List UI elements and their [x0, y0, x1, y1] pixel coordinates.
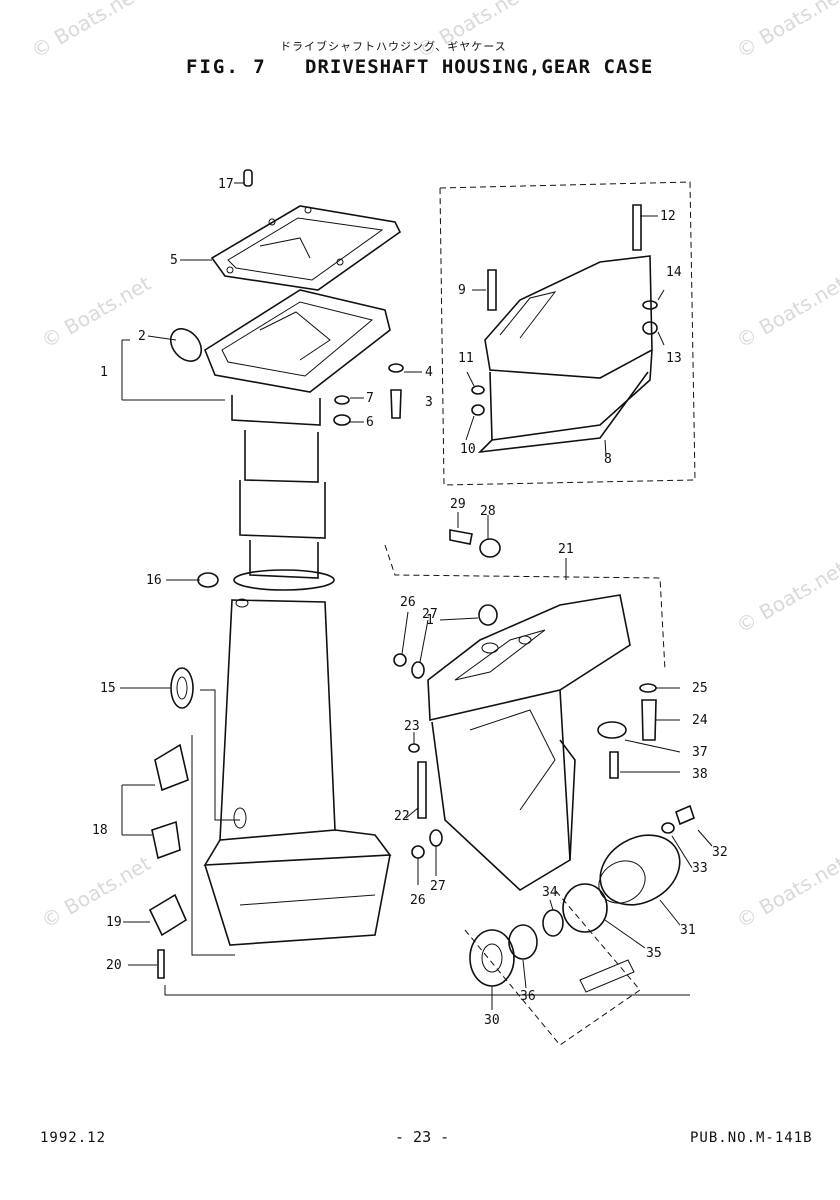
- callout-38: 38: [692, 767, 708, 782]
- footer-page-number: - 23 -: [395, 1128, 450, 1146]
- callout-37: 37: [692, 745, 708, 760]
- callout-19: 19: [106, 915, 122, 930]
- callout-26b: 26: [410, 893, 426, 908]
- callout-35: 35: [646, 946, 662, 961]
- callout-7: 7: [366, 391, 374, 406]
- callout-30: 30: [484, 1013, 500, 1028]
- figure-number: FIG. 7: [186, 56, 267, 78]
- callout-3: 3: [425, 395, 433, 410]
- callout-34: 34: [542, 885, 558, 900]
- callout-25: 25: [692, 681, 708, 696]
- callout-15: 15: [100, 681, 116, 696]
- callout-21: 21: [558, 542, 574, 557]
- callout-22: 22: [394, 809, 410, 824]
- callout-18: 18: [92, 823, 108, 838]
- callout-12: 12: [660, 209, 676, 224]
- callout-labels: 17 5 2 1 4 7 3 6 16 15 18 19 20 12 9 14 …: [92, 177, 728, 1028]
- figure-title: DRIVESHAFT HOUSING,GEAR CASE: [305, 56, 654, 78]
- callout-9: 9: [458, 283, 466, 298]
- callout-31: 31: [680, 923, 696, 938]
- lower-casing: [477, 255, 653, 454]
- exhaust-guide-box: [439, 181, 696, 486]
- leader-lines: [120, 182, 713, 1010]
- callout-10: 10: [460, 442, 476, 457]
- callout-2: 2: [138, 329, 146, 344]
- callout-11: 11: [458, 351, 474, 366]
- driveshaft-housing: [203, 289, 392, 946]
- callout-8: 8: [604, 452, 612, 467]
- japanese-title: ドライブシャフトハウジング、ギヤケース: [280, 40, 507, 53]
- upper-right-small-parts: [471, 204, 658, 416]
- footer-date: 1992.12: [40, 1130, 107, 1146]
- callout-1: 1: [100, 365, 108, 380]
- callout-27b: 27: [430, 879, 446, 894]
- callout-32: 32: [712, 845, 728, 860]
- callout-29: 29: [450, 497, 466, 512]
- callout-28: 28: [480, 504, 496, 519]
- callout-14: 14: [666, 265, 682, 280]
- callout-20: 20: [106, 958, 122, 973]
- callout-23: 23: [404, 719, 420, 734]
- callout-5: 5: [170, 253, 178, 268]
- callout-24: 24: [692, 713, 708, 728]
- left-small-parts: [148, 169, 404, 979]
- upper-mount-gasket: [210, 205, 402, 291]
- callout-1b: 1: [426, 613, 434, 628]
- gear-case: [427, 594, 631, 891]
- callout-13: 13: [666, 351, 682, 366]
- lower-right-small-parts: [393, 529, 695, 1046]
- callout-6: 6: [366, 415, 374, 430]
- callout-17: 17: [218, 177, 234, 192]
- callout-36: 36: [520, 989, 536, 1004]
- callout-4: 4: [425, 365, 433, 380]
- callout-26: 26: [400, 595, 416, 610]
- callout-27: 27: [422, 607, 438, 622]
- gear-case-outline: [384, 544, 666, 671]
- callout-33: 33: [692, 861, 708, 876]
- footer-publication-number: PUB.NO.M-141B: [690, 1130, 813, 1146]
- callout-16: 16: [146, 573, 162, 588]
